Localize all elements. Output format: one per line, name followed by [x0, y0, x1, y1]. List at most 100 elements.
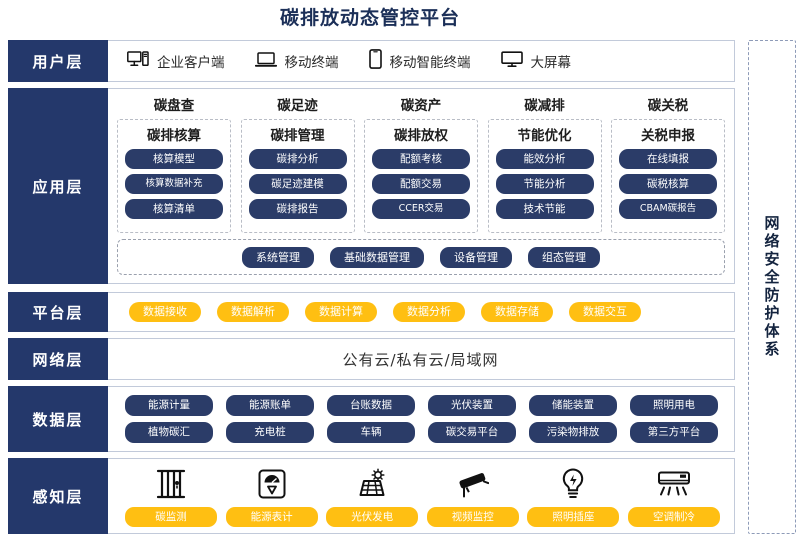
- data-source-row: 植物碳汇充电桩车辆碳交易平台污染物排放第三方平台: [125, 422, 720, 443]
- user-terminal-label: 企业客户端: [157, 55, 225, 71]
- network-types-text: 公有云/私有云/局域网: [342, 350, 499, 369]
- user-terminal-item[interactable]: 大屏幕: [500, 50, 572, 72]
- application-column-title: 碳足迹: [277, 98, 318, 114]
- sensing-device-pill[interactable]: 照明插座: [527, 507, 620, 527]
- carbon-monitor-icon: [156, 465, 186, 503]
- security-system-sidebar: 网络安全防护体系: [748, 40, 796, 534]
- management-module-pill[interactable]: 组态管理: [528, 246, 600, 268]
- app-module-pill[interactable]: 在线填报: [619, 149, 717, 169]
- desktop-tower-icon: [127, 50, 149, 72]
- application-column-box: 碳排核算核算模型核算数据补充核算清单: [117, 119, 231, 233]
- app-module-pill[interactable]: 核算模型: [125, 149, 223, 169]
- data-source-pill[interactable]: 照明用电: [630, 395, 718, 416]
- data-source-pill[interactable]: 储能装置: [529, 395, 617, 416]
- platform-capability-pill[interactable]: 数据接收: [129, 302, 201, 322]
- data-source-pill[interactable]: 能源计量: [125, 395, 213, 416]
- data-source-pill[interactable]: 台账数据: [327, 395, 415, 416]
- sensing-device-pill[interactable]: 能源表计: [225, 507, 318, 527]
- data-source-pill[interactable]: 植物碳汇: [125, 422, 213, 443]
- layer-tag-application: 应用层: [8, 88, 108, 284]
- data-source-pill[interactable]: 车辆: [327, 422, 415, 443]
- user-terminal-item[interactable]: 企业客户端: [127, 50, 225, 72]
- app-module-pill[interactable]: CBAM碳报告: [619, 199, 717, 219]
- sensing-device-pill[interactable]: 空调制冷: [627, 507, 720, 527]
- app-module-pill[interactable]: 配额交易: [372, 174, 470, 194]
- application-column: 碳盘查碳排核算核算模型核算数据补充核算清单: [117, 94, 231, 233]
- user-terminal-label: 大屏幕: [530, 55, 572, 71]
- user-terminal-item[interactable]: 移动终端: [254, 51, 339, 72]
- platform-capability-pill[interactable]: 数据存储: [481, 302, 553, 322]
- data-source-pill[interactable]: 污染物排放: [529, 422, 617, 443]
- page-title: 碳排放动态管控平台: [279, 7, 460, 29]
- application-column: 碳减排节能优化能效分析节能分析技术节能: [487, 94, 602, 233]
- management-module-pill[interactable]: 基础数据管理: [330, 246, 424, 268]
- laptop-icon: [254, 51, 277, 72]
- management-module-box: 系统管理基础数据管理设备管理组态管理: [117, 239, 725, 275]
- air-conditioner-icon: [657, 465, 691, 503]
- sensing-device-cell[interactable]: 视频监控: [426, 465, 519, 527]
- data-source-row: 能源计量能源账单台账数据光伏装置储能装置照明用电: [125, 395, 720, 416]
- sensing-device-pill[interactable]: 碳监测: [125, 507, 217, 527]
- layer-body-platform: 数据接收数据解析数据计算数据分析数据存储数据交互: [107, 293, 734, 331]
- layer-body-data: 能源计量能源账单台账数据光伏装置储能装置照明用电植物碳汇充电桩车辆碳交易平台污染…: [107, 387, 734, 451]
- layer-tag-sensing: 感知层: [8, 458, 108, 534]
- sensing-device-pill[interactable]: 光伏发电: [326, 507, 419, 527]
- layer-tag-network: 网络层: [8, 338, 108, 380]
- app-module-pill[interactable]: 碳排报告: [248, 199, 347, 219]
- data-source-pill[interactable]: 充电桩: [226, 422, 314, 443]
- sensing-device-pill[interactable]: 视频监控: [426, 507, 519, 527]
- management-module-pill[interactable]: 系统管理: [242, 246, 314, 268]
- energy-meter-icon: [257, 465, 287, 503]
- user-terminal-label: 移动智能终端: [389, 55, 471, 71]
- platform-capability-pill[interactable]: 数据分析: [393, 302, 465, 322]
- large-screen-icon: [500, 50, 523, 72]
- app-module-pill[interactable]: 核算清单: [125, 199, 223, 219]
- layer-row-application: 应用层 碳盘查碳排核算核算模型核算数据补充核算清单碳足迹碳排管理碳排分析碳足迹建…: [8, 88, 735, 284]
- data-source-pill[interactable]: 碳交易平台: [428, 422, 516, 443]
- light-bulb-icon: [561, 465, 585, 503]
- app-module-pill[interactable]: CCER交易: [372, 199, 470, 219]
- application-column: 碳足迹碳排管理碳排分析碳足迹建模碳排报告: [240, 94, 355, 233]
- data-source-pill[interactable]: 能源账单: [226, 395, 314, 416]
- sensing-device-cell[interactable]: 光伏发电: [326, 465, 419, 527]
- user-terminal-item[interactable]: 移动智能终端: [368, 49, 471, 73]
- layer-row-platform: 平台层 数据接收数据解析数据计算数据分析数据存储数据交互: [8, 292, 735, 332]
- solar-panel-icon: [356, 465, 388, 503]
- sensing-device-cell[interactable]: 空调制冷: [627, 465, 720, 527]
- sensing-device-grid: 碳监测能源表计光伏发电视频监控照明插座空调制冷: [107, 459, 734, 533]
- app-module-pill[interactable]: 碳足迹建模: [248, 174, 347, 194]
- layer-row-user: 用户层 企业客户端 移动终端 移动智能终端 大屏幕: [8, 40, 735, 82]
- layer-body-application: 碳盘查碳排核算核算模型核算数据补充核算清单碳足迹碳排管理碳排分析碳足迹建模碳排报…: [107, 89, 734, 283]
- app-module-pill[interactable]: 核算数据补充: [125, 174, 223, 194]
- application-column-title: 碳资产: [400, 98, 442, 114]
- security-system-label: 网络安全防护体系: [762, 215, 781, 359]
- app-module-pill[interactable]: 配额考核: [372, 149, 470, 169]
- user-terminal-list: 企业客户端 移动终端 移动智能终端 大屏幕: [107, 49, 571, 73]
- data-source-pill[interactable]: 光伏装置: [428, 395, 516, 416]
- platform-capability-pill[interactable]: 数据交互: [569, 302, 641, 322]
- platform-capability-list: 数据接收数据解析数据计算数据分析数据存储数据交互: [107, 302, 641, 322]
- app-module-pill[interactable]: 碳排分析: [248, 149, 347, 169]
- sensing-device-cell[interactable]: 能源表计: [225, 465, 318, 527]
- app-module-pill[interactable]: 能效分析: [495, 149, 594, 169]
- data-source-pill[interactable]: 第三方平台: [630, 422, 718, 443]
- layer-row-sensing: 感知层 碳监测能源表计光伏发电视频监控照明插座空调制冷: [8, 458, 735, 534]
- application-column-title: 碳关税: [647, 98, 689, 114]
- app-module-pill[interactable]: 碳税核算: [619, 174, 717, 194]
- platform-capability-pill[interactable]: 数据解析: [217, 302, 289, 322]
- management-module-pill[interactable]: 设备管理: [440, 246, 512, 268]
- layer-tag-user: 用户层: [8, 40, 108, 82]
- layer-body-sensing: 碳监测能源表计光伏发电视频监控照明插座空调制冷: [107, 459, 734, 533]
- sensing-device-cell[interactable]: 照明插座: [527, 465, 620, 527]
- layer-tag-data: 数据层: [8, 386, 108, 452]
- app-module-pill[interactable]: 节能分析: [495, 174, 594, 194]
- application-column-subtitle: 碳排管理: [270, 128, 325, 144]
- app-module-pill[interactable]: 技术节能: [495, 199, 594, 219]
- sensing-device-cell[interactable]: 碳监测: [125, 465, 217, 527]
- platform-capability-pill[interactable]: 数据计算: [305, 302, 377, 322]
- user-terminal-label: 移动终端: [284, 55, 339, 71]
